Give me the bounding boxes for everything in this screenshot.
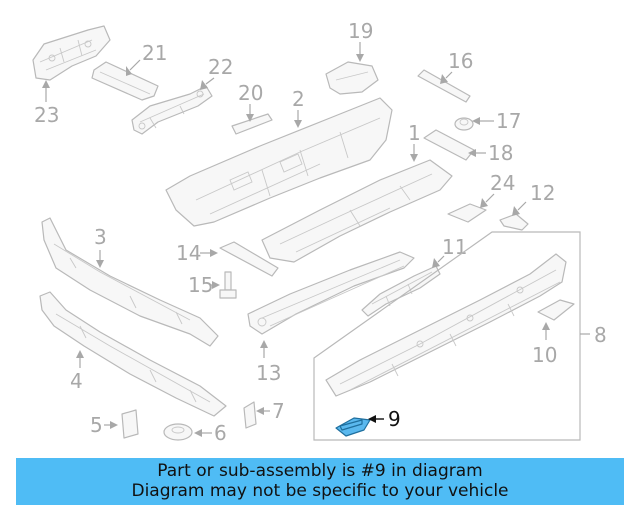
callout-21[interactable]: 21 xyxy=(142,41,167,65)
callout-23[interactable]: 23 xyxy=(34,103,59,127)
callout-2[interactable]: 2 xyxy=(292,87,305,111)
callout-12[interactable]: 12 xyxy=(530,181,555,205)
part-21 xyxy=(91,61,159,101)
callout-9[interactable]: 9 xyxy=(388,407,401,431)
part-12 xyxy=(499,213,529,231)
part-2 xyxy=(165,97,393,227)
part-10 xyxy=(537,299,575,321)
callout-3[interactable]: 3 xyxy=(94,225,107,249)
part-5 xyxy=(121,409,139,439)
callout-14[interactable]: 14 xyxy=(176,241,201,265)
callout-20[interactable]: 20 xyxy=(238,81,263,105)
part-24 xyxy=(447,203,487,223)
callout-16[interactable]: 16 xyxy=(448,49,473,73)
callout-6[interactable]: 6 xyxy=(214,421,227,445)
part-20 xyxy=(231,113,273,135)
part-19 xyxy=(325,61,379,95)
part-6 xyxy=(163,423,193,441)
callout-4[interactable]: 4 xyxy=(70,369,83,393)
callout-24[interactable]: 24 xyxy=(490,171,515,195)
info-banner: Part or sub-assembly is #9 in diagram Di… xyxy=(16,458,624,505)
part-3 xyxy=(41,217,219,347)
part-7 xyxy=(243,401,257,429)
callout-19[interactable]: 19 xyxy=(348,19,373,43)
callout-1[interactable]: 1 xyxy=(408,121,421,145)
part-15 xyxy=(219,271,237,299)
part-18 xyxy=(423,129,475,161)
part-14 xyxy=(219,241,279,277)
part-8-box xyxy=(313,231,581,441)
part-17 xyxy=(454,117,474,131)
callout-11[interactable]: 11 xyxy=(442,235,467,259)
part-9[interactable] xyxy=(335,417,371,437)
callout-15[interactable]: 15 xyxy=(188,273,213,297)
part-8 xyxy=(325,253,567,397)
callout-22[interactable]: 22 xyxy=(208,55,233,79)
part-4 xyxy=(39,291,227,417)
callout-5[interactable]: 5 xyxy=(90,413,103,437)
callout-7[interactable]: 7 xyxy=(272,399,285,423)
parts-diagram: 23 21 22 20 2 19 16 17 xyxy=(32,19,607,445)
callout-18[interactable]: 18 xyxy=(488,141,513,165)
banner-line-2: Diagram may not be specific to your vehi… xyxy=(131,481,509,501)
part-1 xyxy=(261,159,453,263)
part-23 xyxy=(32,25,111,81)
part-13 xyxy=(247,251,415,335)
banner-line-1: Part or sub-assembly is #9 in diagram xyxy=(157,461,483,481)
callout-17[interactable]: 17 xyxy=(496,109,521,133)
callout-8[interactable]: 8 xyxy=(594,323,607,347)
part-16 xyxy=(417,69,471,103)
callout-13[interactable]: 13 xyxy=(256,361,281,385)
part-11 xyxy=(361,265,441,317)
part-22 xyxy=(131,85,213,135)
callout-10[interactable]: 10 xyxy=(532,343,557,367)
